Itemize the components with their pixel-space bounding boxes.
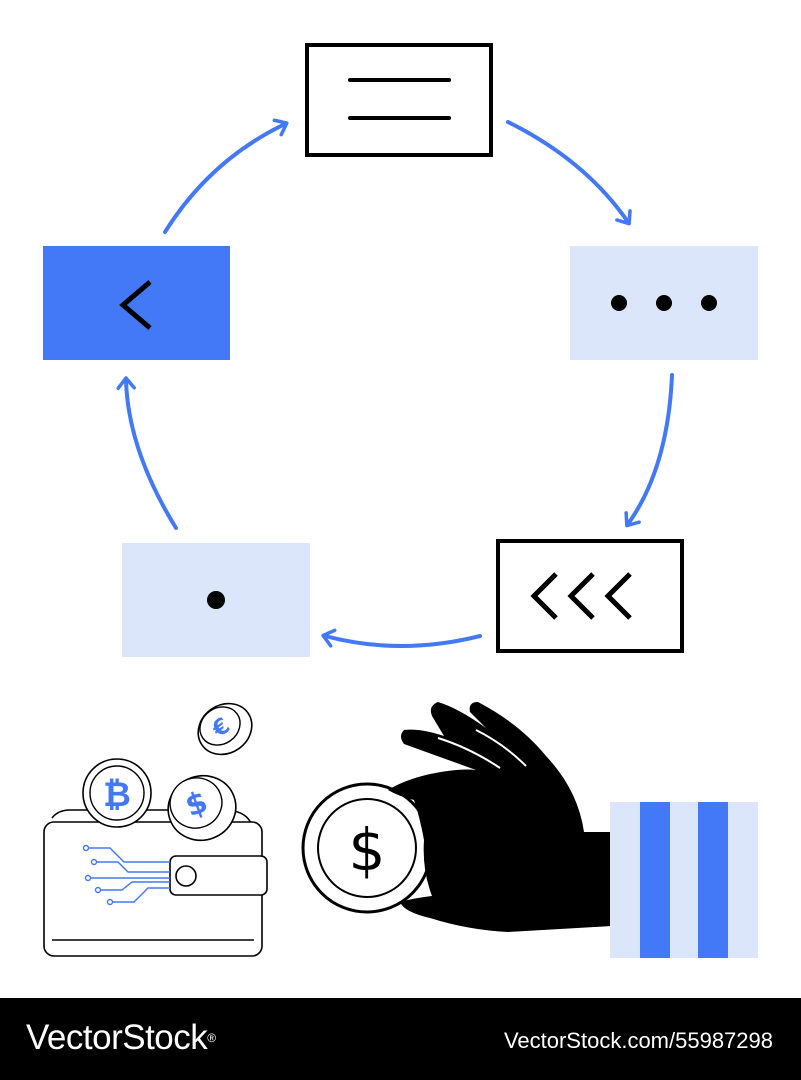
footer-bar: VectorStock® VectorStock.com/55987298 [0,998,801,1080]
arrow-left-up [116,376,178,530]
bitcoin-symbol: ₿ [103,775,131,815]
menu-lines-icon [348,78,451,120]
coin-inner [317,798,417,898]
triple-chevron-left-icon [530,572,632,620]
euro-coin-icon: € [197,702,253,756]
arrow-top-left [163,118,289,234]
single-dot-icon [207,591,225,609]
circuit-lines [82,844,170,906]
brand-logo: VectorStock® [26,1018,216,1058]
striped-sleeve-icon [610,802,758,958]
stock-id: VectorStock.com/55987298 [503,1028,773,1053]
chevron-left-icon [119,280,152,330]
bitcoin-coin-icon: ₿ [82,758,152,828]
ellipsis-icon [611,295,717,311]
cycle-arrows [116,118,674,648]
rewind-card [496,539,684,653]
hand-holding-coin-icon: $ [301,702,612,932]
brand-name: VectorStock [26,1018,208,1057]
dot-card [122,543,310,657]
arrow-top-right [506,120,632,226]
registered-mark: ® [207,1031,216,1045]
hand-shape [388,702,612,932]
arrow-right-down [624,373,674,528]
dots-card [570,246,758,360]
illustration-canvas: ₿ $ € $ [43,43,758,958]
dollar-symbol: $ [349,816,386,884]
arrow-bottom-left [321,628,482,648]
wallet-icon [43,809,268,957]
back-card [43,246,230,360]
lines-card [305,43,493,157]
dollar-coin-icon: $ [167,774,237,842]
